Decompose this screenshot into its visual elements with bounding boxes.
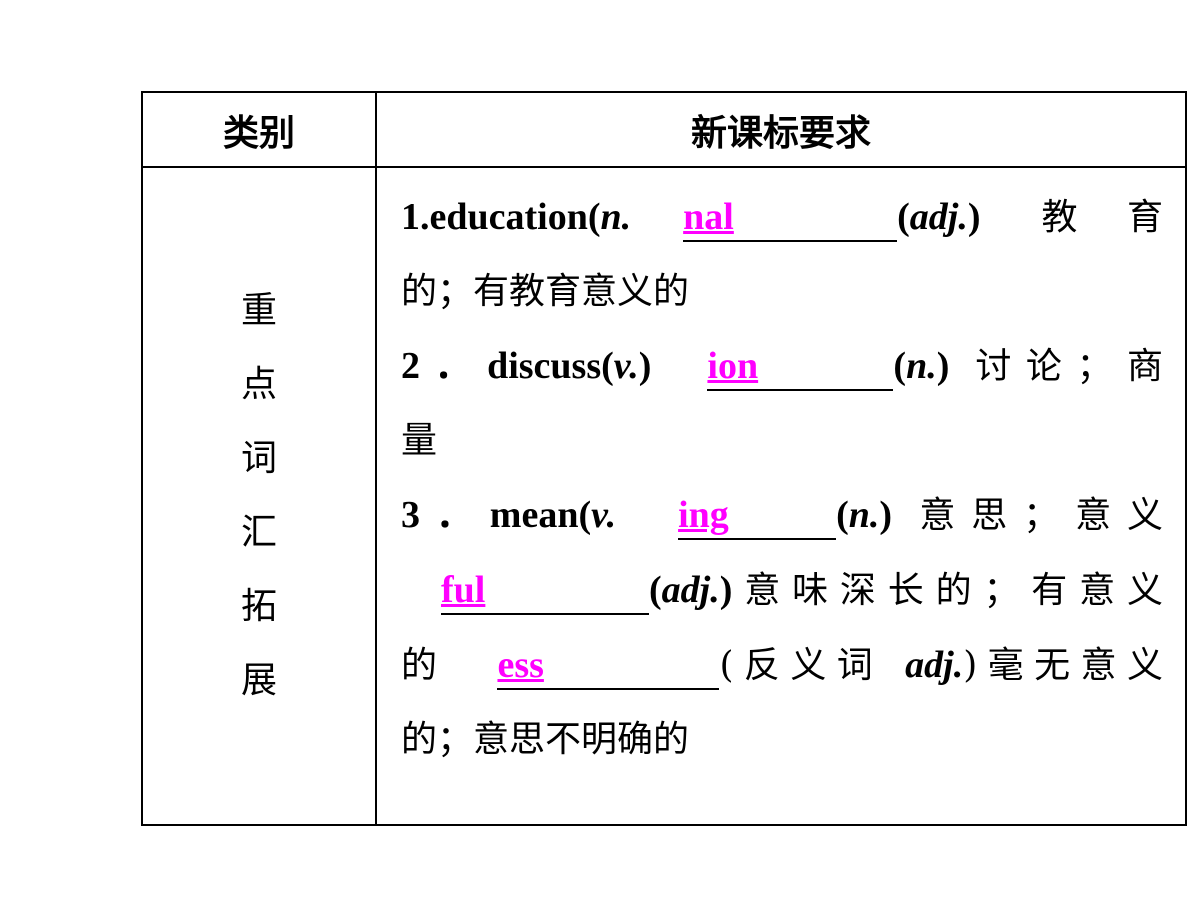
item-3-blank: ing bbox=[678, 493, 837, 540]
header-requirements: 新课标要求 bbox=[375, 91, 1187, 168]
item-1-pos: n. bbox=[600, 196, 632, 238]
item-3-meaning-3-cont: 的；意思不明确的 bbox=[401, 719, 690, 760]
item-2-blank: ion bbox=[707, 344, 894, 391]
item-3-blank-3: ess bbox=[497, 643, 720, 690]
item-3-meaning: 意思；意义 bbox=[919, 495, 1163, 536]
item-1-suffix-open: ( bbox=[897, 196, 910, 238]
item-2-meaning: 讨论；商 bbox=[975, 346, 1163, 387]
item-3-suffix2-close: ) bbox=[719, 569, 733, 611]
item-3-line-1: 3．mean(v. ing (n.) 意思；意义 bbox=[401, 478, 1163, 553]
requirements-cell: 1.education(n.nal(adj.) 教育 的；有教育意义的 2．di… bbox=[375, 166, 1187, 826]
item-3-suffix-pos: n. bbox=[848, 494, 880, 536]
item-2-pos: v. bbox=[613, 345, 639, 387]
item-3-answer-3: ess bbox=[497, 644, 544, 686]
item-2-answer: ion bbox=[707, 345, 759, 387]
item-2-suffix-pos: n. bbox=[906, 345, 937, 387]
item-3-meaning-3-open: (反义词 bbox=[719, 645, 884, 686]
item-3-meaning-2: 意味深长的；有意义 bbox=[732, 570, 1163, 611]
item-1-suffix-pos: adj. bbox=[909, 196, 968, 238]
table-row: 重 点 词 汇 拓 展 1.education(n.nal(adj.) 教育 的… bbox=[141, 166, 1187, 826]
item-2-line-1: 2．discuss(v.) ion (n.) 讨论；商 bbox=[401, 329, 1163, 404]
table-header-row: 类别 新课标要求 bbox=[141, 91, 1187, 168]
item-1-meaning-cont: 的；有教育意义的 bbox=[401, 271, 690, 312]
vocabulary-table: 类别 新课标要求 重 点 词 汇 拓 展 1.education(n.nal(a… bbox=[141, 91, 1187, 826]
item-3-pos: v. bbox=[591, 494, 617, 536]
item-3-meaning-3-close: )毫无意义 bbox=[963, 645, 1163, 686]
item-1-blank: nal bbox=[683, 195, 898, 242]
item-3-answer-2: ful bbox=[441, 569, 486, 611]
item-3-suffix-close: ) bbox=[879, 494, 893, 536]
item-3-line-3: 的 ess (反义词 adj.)毫无意义 bbox=[401, 628, 1163, 703]
item-3-word: 3．mean( bbox=[401, 494, 592, 536]
item-1-word: 1.education( bbox=[401, 196, 601, 238]
item-3-suffix2-pos: adj. bbox=[661, 569, 720, 611]
category-char: 展 bbox=[240, 660, 277, 701]
item-3-answer: ing bbox=[678, 494, 729, 536]
item-2-close: ) bbox=[638, 345, 652, 387]
header-category: 类别 bbox=[141, 91, 377, 168]
item-1-line-2: 的；有教育意义的 bbox=[401, 255, 1163, 329]
item-2-suffix-close: ) bbox=[936, 345, 950, 387]
item-1-answer: nal bbox=[683, 196, 734, 238]
item-3-line-2: ful (adj.)意味深长的；有意义 bbox=[401, 553, 1163, 628]
category-char: 词 bbox=[240, 438, 277, 479]
item-1-meaning: 教育 bbox=[1041, 197, 1163, 238]
item-3-lead-3: 的 bbox=[401, 645, 448, 686]
category-char: 点 bbox=[240, 364, 277, 405]
item-2-meaning-cont: 量 bbox=[401, 420, 438, 461]
item-3-blank-2: ful bbox=[441, 568, 649, 615]
item-3-suffix-open: ( bbox=[836, 494, 849, 536]
item-2-suffix-open: ( bbox=[893, 345, 907, 387]
category-char: 汇 bbox=[240, 512, 277, 553]
item-3-meaning-3-pos: adj. bbox=[905, 644, 964, 686]
item-2-line-2: 量 bbox=[401, 404, 1163, 478]
item-2-word: 2．discuss( bbox=[401, 345, 614, 387]
item-1-line-1: 1.education(n. nal (adj.) 教育 bbox=[401, 180, 1163, 255]
category-char: 重 bbox=[240, 290, 277, 331]
item-3-line-4: 的；意思不明确的 bbox=[401, 703, 1163, 777]
category-char: 拓 bbox=[240, 586, 277, 627]
category-cell: 重 点 词 汇 拓 展 bbox=[141, 166, 377, 826]
item-1-suffix-close: ) bbox=[967, 196, 981, 238]
item-3-suffix2-open: ( bbox=[649, 569, 662, 611]
